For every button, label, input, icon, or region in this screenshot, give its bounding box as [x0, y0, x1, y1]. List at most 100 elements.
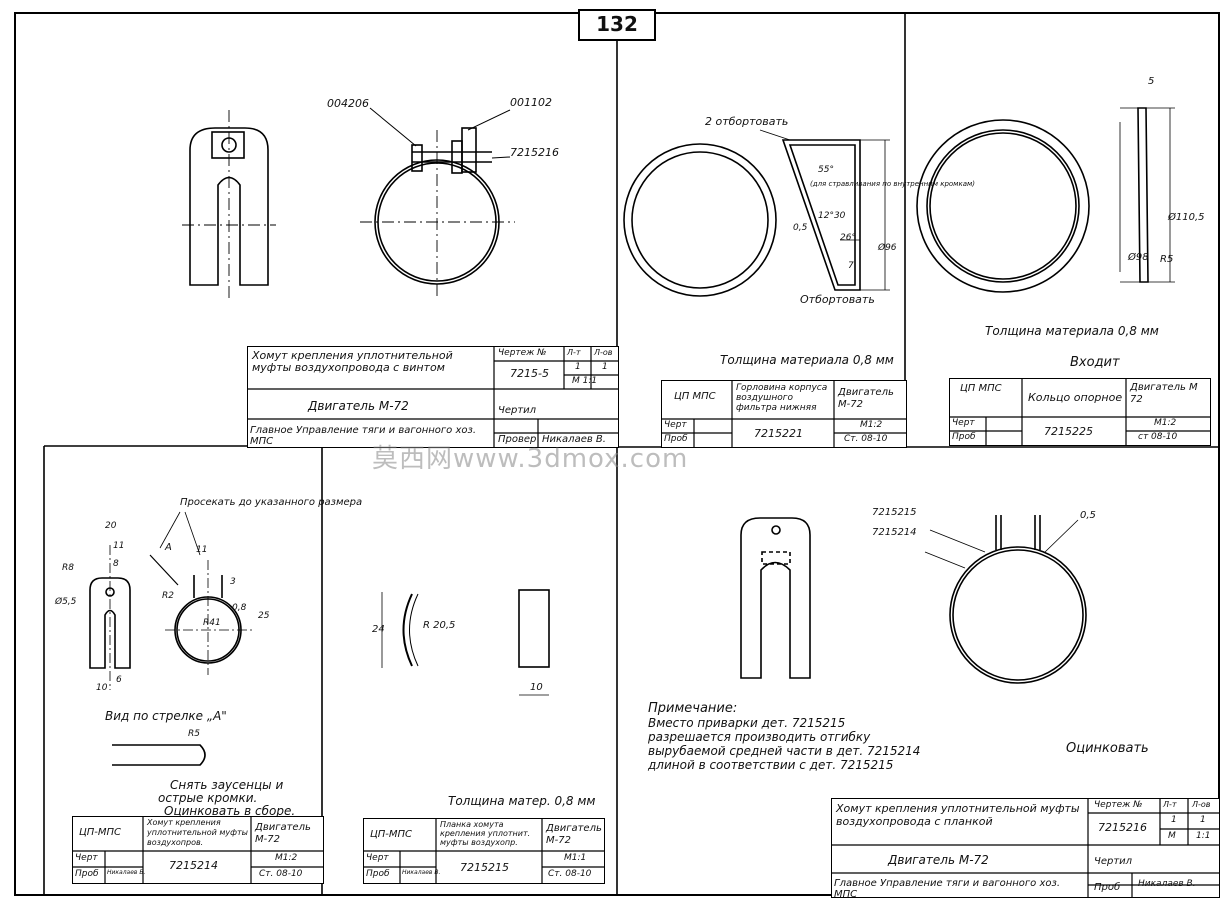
p2-label-2: 55°	[818, 165, 834, 175]
panel5-plate	[381, 589, 550, 696]
p6-sheet-label: Л-т	[1163, 800, 1177, 809]
p4-dim-0: 20	[105, 521, 117, 531]
p4-part-name: Хомут крепления уплотнительной муфты воз…	[147, 818, 248, 847]
p3-title-grid	[950, 379, 1210, 445]
p6-title-block: Хомут крепления уплотнительной муфты воз…	[831, 798, 1220, 900]
panel2-throat-ring	[623, 129, 890, 297]
p3-engine: Двигатель М 72	[1130, 382, 1198, 405]
p4-r5: R5	[188, 729, 200, 739]
p4-dim-6: A	[164, 542, 172, 553]
p4-checked-label: Проб	[75, 869, 99, 879]
p4-dim-1: 11	[113, 541, 124, 551]
p3-label-2: Ø110,5	[1167, 211, 1205, 223]
watermark: 莫西网www.3dmox.com	[372, 444, 689, 474]
p4-dim-7: R2	[162, 591, 174, 601]
p4-drawing-no: 7215214	[169, 859, 218, 872]
p4-dim-5: 11	[196, 545, 207, 555]
p4-scale: М1:2	[275, 853, 298, 863]
p6-note-4: длиной в соответствии с дет. 7215215	[648, 758, 894, 772]
p3-label-1: Ø98	[1127, 251, 1149, 263]
p1-sheet: 1	[575, 362, 581, 372]
p1-checked-label: Провер	[498, 434, 537, 445]
p2-engine: Двигатель М-72	[838, 387, 894, 410]
p2-label-4: 0,5	[793, 223, 808, 233]
p4-dim-13: 6	[116, 675, 122, 685]
panel1-clamp-ring	[360, 107, 515, 300]
p4-checker: Никалаев В.	[107, 869, 146, 876]
p3-label-0: 5	[1148, 76, 1154, 87]
p2-org: ЦП МПС	[674, 391, 716, 402]
p5-dim-0: 24	[372, 624, 385, 635]
p4-note: Просекать до указанного размера	[180, 497, 362, 508]
p3-drawing-no: 7215225	[1044, 425, 1093, 438]
p5-drawing-no: 7215215	[460, 861, 509, 874]
p1-sheets-label: Л-ов	[594, 348, 613, 357]
p4-engine: Двигатель М-72	[255, 822, 311, 845]
p3-thickness: Толщина материала 0,8 мм	[985, 324, 1159, 338]
p2-title-block: ЦП МПС Горловина корпуса воздушного филь…	[661, 380, 907, 448]
p5-scale: М1:1	[564, 853, 587, 863]
p4-dim-10: 0,8	[232, 603, 247, 613]
p1-engine: Двигатель М-72	[308, 399, 409, 413]
p5-thickness: Толщина матер. 0,8 мм	[448, 794, 596, 808]
p4-view-label: Вид по стрелке „А"	[105, 709, 227, 723]
p2-label-3: (для стравливания по внутренним кромкам)	[810, 180, 975, 188]
p4-instruction-0: Снять заусенцы и	[170, 778, 284, 792]
p4-dim-12: 10	[96, 683, 108, 693]
p1-sheets: 1	[602, 362, 608, 372]
p1-org: Главное Управление тяги и вагонного хоз.…	[250, 425, 477, 447]
p4-instruction-1: острые кромки.	[158, 791, 258, 805]
p3-drew-label: Черт	[952, 418, 975, 428]
p4-dim-9: R41	[203, 618, 221, 628]
p6-note-3: вырубаемой средней части в дет. 7215214	[648, 744, 921, 758]
panel6-fork-ring	[740, 515, 1087, 684]
p6-label-2: 0,5	[1080, 510, 1096, 521]
p3-checked-label: Проб	[952, 432, 976, 442]
p6-sheets-label: Л-ов	[1192, 800, 1211, 809]
p6-zinc: Оцинковать	[1066, 741, 1149, 756]
p5-checked-label: Проб	[366, 869, 390, 879]
p5-engine: Двигатель М-72	[546, 823, 602, 846]
p2-label-6: 26°	[840, 233, 856, 243]
p4-dim-4: Ø5,5	[54, 596, 77, 607]
p6-engine: Двигатель М-72	[888, 853, 989, 867]
p1-title-grid	[248, 347, 618, 447]
p1-label-2: 7215216	[510, 146, 559, 159]
p6-org: Главное Управление тяги и вагонного хоз.…	[834, 878, 1061, 900]
p5-dim-2: 10	[530, 682, 543, 693]
p2-thickness: Толщина материала 0,8 мм	[720, 353, 894, 367]
p5-dim-1: R 20,5	[423, 620, 455, 631]
p6-note-0: Примечание:	[648, 701, 738, 716]
p3-org: ЦП МПС	[960, 383, 1002, 394]
p6-label-0: 7215215	[872, 507, 917, 518]
p6-note-2: разрешается производить отгибку	[648, 730, 871, 744]
p5-part-name: Планка хомута крепления уплотнит. муфты …	[440, 820, 531, 847]
p4-drew-label: Черт	[75, 853, 98, 863]
p4-title-block: ЦП-МПС Хомут крепления уплотнительной му…	[72, 816, 324, 884]
p6-title-grid	[832, 799, 1219, 897]
p5-title-block: ЦП-МПС Планка хомута крепления уплотнит.…	[363, 818, 605, 884]
p5-checker: Никалаев В.	[402, 869, 441, 876]
p5-drew-label: Черт	[366, 853, 389, 863]
p1-checker: Никалаев В.	[542, 434, 606, 445]
p1-drawing-label: Чертеж №	[498, 348, 547, 358]
p4-title-grid	[73, 817, 323, 883]
p2-label-8: 7	[848, 261, 854, 271]
p5-steel: Ст. 08-10	[548, 869, 592, 879]
p2-steel: Ст. 08-10	[844, 434, 888, 444]
p4-dim-2: 8	[113, 559, 119, 569]
p2-checked-label: Проб	[664, 434, 688, 444]
p6-label-1: 7215214	[872, 527, 917, 538]
p6-checker: Никалаев В.	[1138, 879, 1196, 889]
p3-title-block: ЦП МПС Кольцо опорное Двигатель М 72 Чер…	[949, 378, 1211, 446]
p4-steel: Ст. 08-10	[259, 869, 303, 879]
p4-dim-8: 3	[230, 577, 236, 587]
p1-drew-label: Чертил	[498, 405, 537, 416]
p1-label-0: 004206	[327, 97, 369, 110]
p3-scale: М1:2	[1154, 418, 1177, 428]
p6-scale-label: М	[1168, 831, 1176, 841]
p6-sheet: 1	[1171, 815, 1177, 825]
p6-drawing-no: 7215216	[1098, 821, 1147, 834]
p3-steel: ст 08-10	[1138, 432, 1178, 442]
